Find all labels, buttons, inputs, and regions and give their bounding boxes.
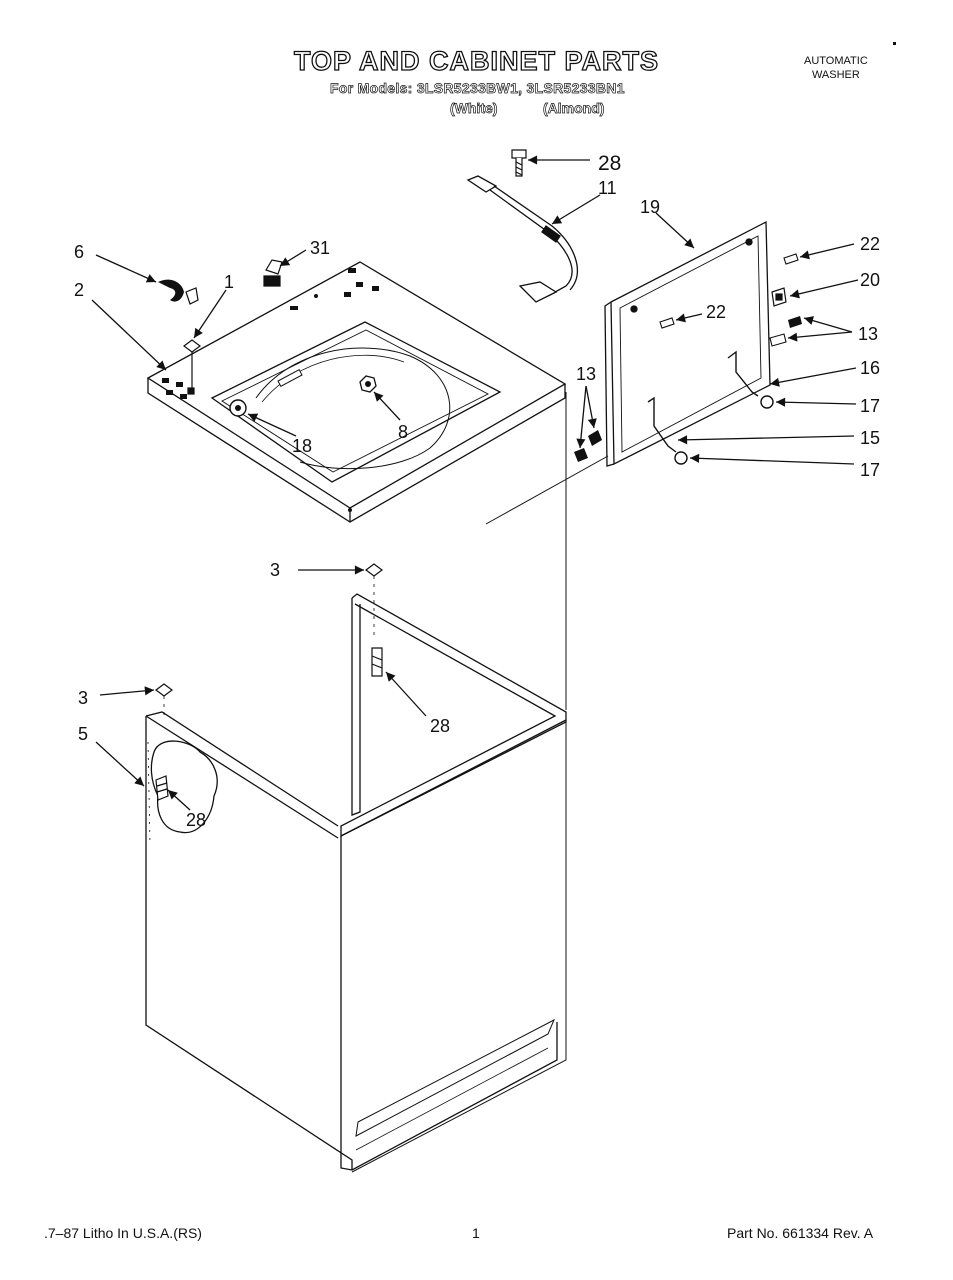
callout-2: 2 <box>74 280 84 300</box>
screw-13-left-a <box>588 430 602 446</box>
callout-8: 8 <box>398 422 408 442</box>
clip-3-lower <box>155 683 173 697</box>
callout-3-upper: 3 <box>270 560 280 580</box>
callout-17-lower: 17 <box>860 460 880 480</box>
knob-17-lower <box>674 451 688 465</box>
screw-28-top <box>511 149 527 177</box>
callout-28-mid: 28 <box>430 716 450 736</box>
alignment-line-top <box>485 455 609 525</box>
color-label-white: (White) <box>450 100 498 117</box>
page-title: TOP AND CABINET PARTS <box>293 45 660 76</box>
callout-22-right: 22 <box>860 234 880 254</box>
plug-22-inner <box>659 317 675 329</box>
callout-22-inner: 22 <box>706 302 726 322</box>
page-number: 1 <box>472 1225 480 1241</box>
nut-8 <box>359 375 377 393</box>
bushing-18 <box>229 399 247 417</box>
cabinet-top-frame <box>145 593 567 838</box>
switch-20 <box>771 287 787 307</box>
washer-top-panel <box>146 261 567 523</box>
callout-3-lower: 3 <box>78 688 88 708</box>
screw-28-lower <box>155 775 169 801</box>
models-line: For Models: 3LSR5233BW1, 3LSR5233BN1 <box>330 80 625 97</box>
callout-15: 15 <box>860 428 880 448</box>
corner-mark <box>893 42 896 45</box>
clip-1 <box>183 339 201 395</box>
callout-13-left: 13 <box>576 364 596 384</box>
color-label-almond: (Almond) <box>543 100 605 117</box>
product-type-line1: AUTOMATIC <box>804 55 868 67</box>
callout-6: 6 <box>74 242 84 262</box>
knob-17-upper <box>760 395 774 409</box>
callout-28-lower: 28 <box>186 810 206 830</box>
console-frame <box>604 220 771 467</box>
screw-13-right-b <box>769 333 787 347</box>
product-type: AUTOMATIC WASHER <box>804 54 868 82</box>
clip-3-upper <box>365 563 383 577</box>
bracket-31 <box>263 259 283 287</box>
callout-1: 1 <box>224 272 234 292</box>
bracket-16 <box>727 350 759 397</box>
washer-cabinet <box>145 715 567 1173</box>
callout-31: 31 <box>310 238 330 258</box>
clip-6-tab <box>185 287 199 305</box>
callout-28-top: 28 <box>598 152 621 175</box>
product-type-line2: WASHER <box>811 69 860 81</box>
screw-13-right-a <box>788 316 802 328</box>
wire-harness-11 <box>466 175 578 303</box>
leader-lines <box>91 155 859 811</box>
callout-16: 16 <box>860 358 880 378</box>
screw-28-mid <box>371 647 383 677</box>
clip-6 <box>158 279 184 302</box>
plug-22-right <box>783 253 799 265</box>
callout-20: 20 <box>860 270 880 290</box>
bracket-15 <box>647 396 677 453</box>
callout-5: 5 <box>78 724 88 744</box>
litho-note: .7–87 Litho In U.S.A.(RS) <box>44 1225 202 1241</box>
callout-18: 18 <box>292 436 312 456</box>
screw-13-left-b <box>574 448 588 462</box>
callout-13-right: 13 <box>858 324 878 344</box>
part-number: Part No. 661334 Rev. A <box>727 1225 874 1241</box>
callout-19: 19 <box>640 197 660 217</box>
callout-17-upper: 17 <box>860 396 880 416</box>
callout-11: 11 <box>598 178 617 198</box>
